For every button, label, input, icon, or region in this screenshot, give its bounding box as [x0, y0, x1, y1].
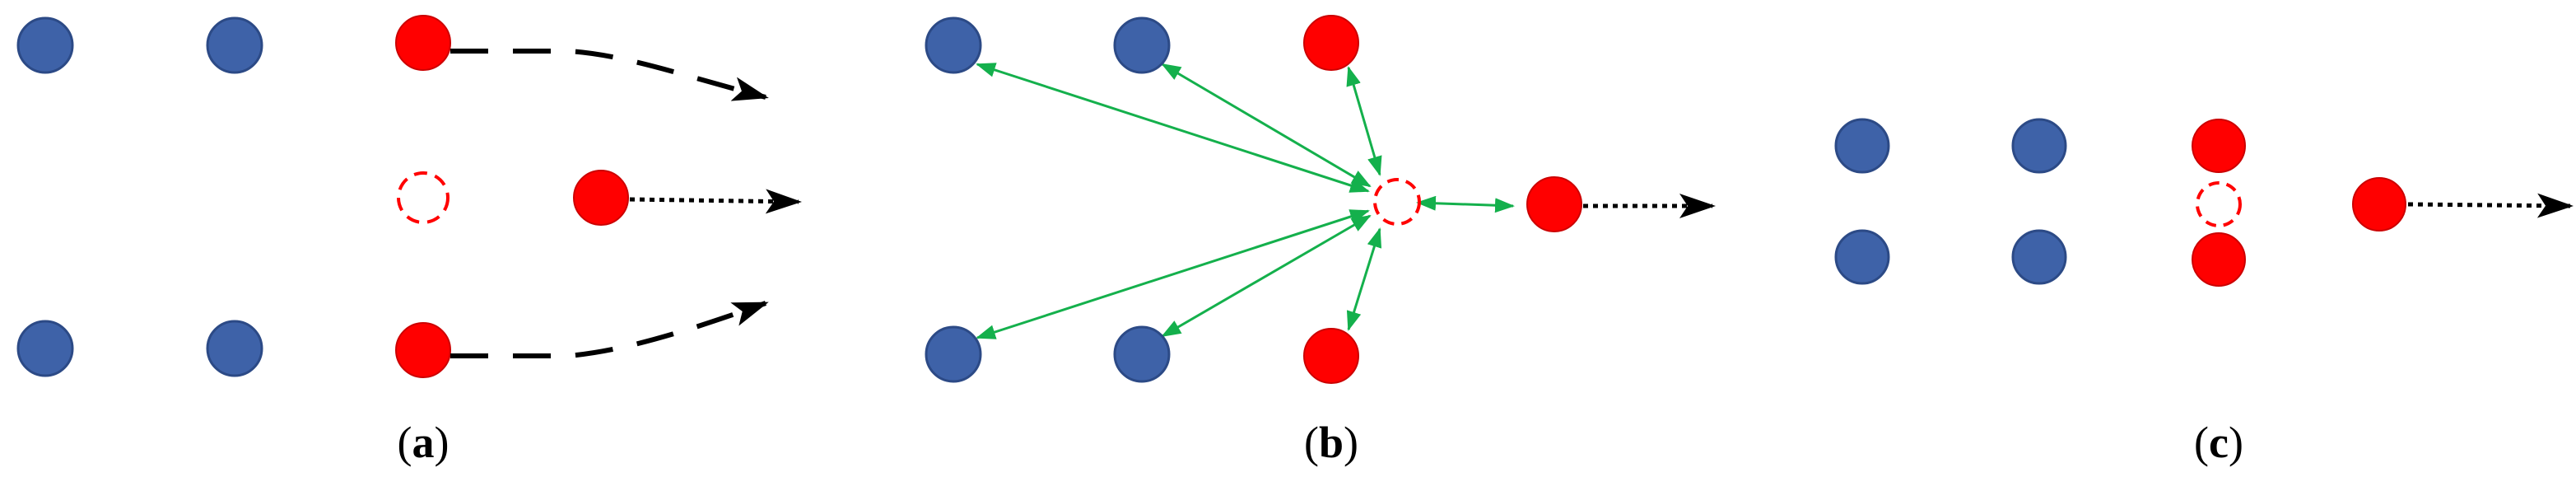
- blue-particle: [1834, 118, 1890, 174]
- caption-b: (b): [1304, 418, 1358, 467]
- panel-c: (c): [1834, 118, 2574, 467]
- blue-particle: [2011, 118, 2067, 174]
- trajectory-arrow-middle: [2407, 193, 2574, 218]
- blue-particle: [16, 320, 74, 377]
- vacancy-dashed-circle: [2196, 181, 2242, 227]
- trajectory-arrow-top: [450, 49, 769, 101]
- force-arrow: [1416, 195, 1515, 213]
- trajectory-arrow-bottom: [450, 301, 769, 358]
- red-particle: [395, 322, 451, 378]
- vacancy-dashed-circle: [397, 171, 450, 224]
- force-arrow: [1161, 63, 1372, 188]
- blue-particle: [1113, 16, 1171, 74]
- red-particle: [1526, 176, 1582, 232]
- panel-a: (a): [16, 15, 802, 467]
- red-particle: [1303, 15, 1359, 71]
- red-particle: [1303, 328, 1359, 384]
- force-arrow: [1161, 214, 1372, 338]
- force-arrow: [976, 209, 1370, 339]
- trajectory-arrow-middle: [629, 189, 802, 214]
- blue-particle: [16, 16, 74, 74]
- red-particle: [2192, 119, 2246, 173]
- blue-particle: [206, 16, 263, 74]
- force-arrow: [1346, 227, 1382, 331]
- blue-particle: [925, 16, 982, 74]
- force-arrow: [976, 63, 1370, 193]
- caption-c: (c): [2194, 418, 2243, 467]
- vacancy-dashed-circle: [1373, 178, 1421, 226]
- red-particle: [2352, 177, 2406, 231]
- force-arrows: [976, 63, 1515, 339]
- blue-particle: [1113, 325, 1171, 383]
- blue-particle: [206, 320, 263, 377]
- red-particle: [395, 15, 451, 71]
- force-arrow: [1346, 66, 1382, 176]
- red-particle: [573, 170, 629, 226]
- blue-particle: [925, 325, 982, 383]
- panel-b: (b): [925, 15, 1716, 467]
- red-particle: [2192, 232, 2246, 287]
- blue-particle: [1834, 229, 1890, 285]
- blue-particle: [2011, 229, 2067, 285]
- caption-a: (a): [398, 418, 450, 467]
